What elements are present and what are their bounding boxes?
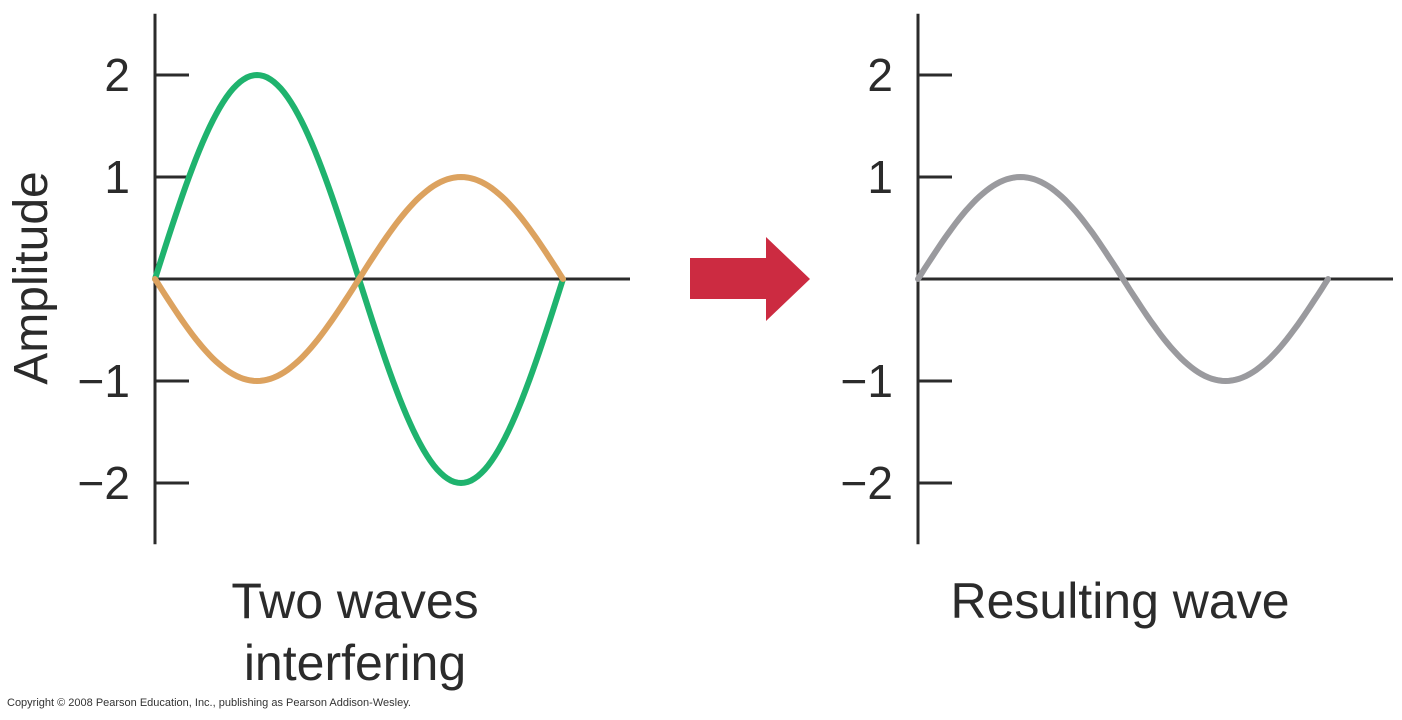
y-tick-label: −1 — [78, 355, 130, 407]
series-resulting-wave — [915, 173, 1331, 385]
panel-caption: Resulting wave — [950, 573, 1289, 629]
panel-caption: Two waves — [231, 573, 478, 629]
y-tick-label: 1 — [867, 151, 893, 203]
y-axis-title: Amplitude — [5, 171, 58, 384]
y-tick-label: −1 — [841, 355, 893, 407]
y-tick-label: 2 — [104, 49, 130, 101]
copyright-notice: Copyright © 2008 Pearson Education, Inc.… — [7, 697, 411, 709]
panel-caption: interfering — [244, 635, 466, 691]
y-tick-label: 2 — [867, 49, 893, 101]
series-wave-b — [152, 173, 566, 385]
y-tick-label: −2 — [78, 457, 130, 509]
y-tick-label: −2 — [841, 457, 893, 509]
y-tick-label: 1 — [104, 151, 130, 203]
arrow-icon — [690, 237, 810, 321]
